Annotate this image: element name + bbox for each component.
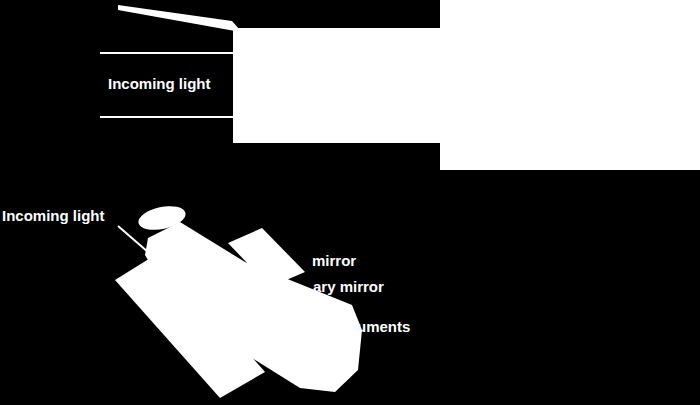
telescope-body bbox=[145, 222, 362, 392]
aperture-door bbox=[136, 202, 188, 233]
part-label: uments bbox=[357, 318, 410, 336]
light-label: Incoming light bbox=[108, 75, 211, 93]
telescope-tube bbox=[233, 28, 441, 143]
light-ray bbox=[100, 52, 234, 54]
part-label: ary mirror bbox=[313, 278, 384, 296]
light-label: Incoming light bbox=[2, 207, 105, 225]
part-label: mirror bbox=[312, 252, 356, 270]
leader-line bbox=[118, 226, 148, 252]
instrument-section bbox=[440, 0, 700, 170]
light-ray bbox=[100, 116, 234, 118]
support-strut bbox=[118, 5, 240, 31]
